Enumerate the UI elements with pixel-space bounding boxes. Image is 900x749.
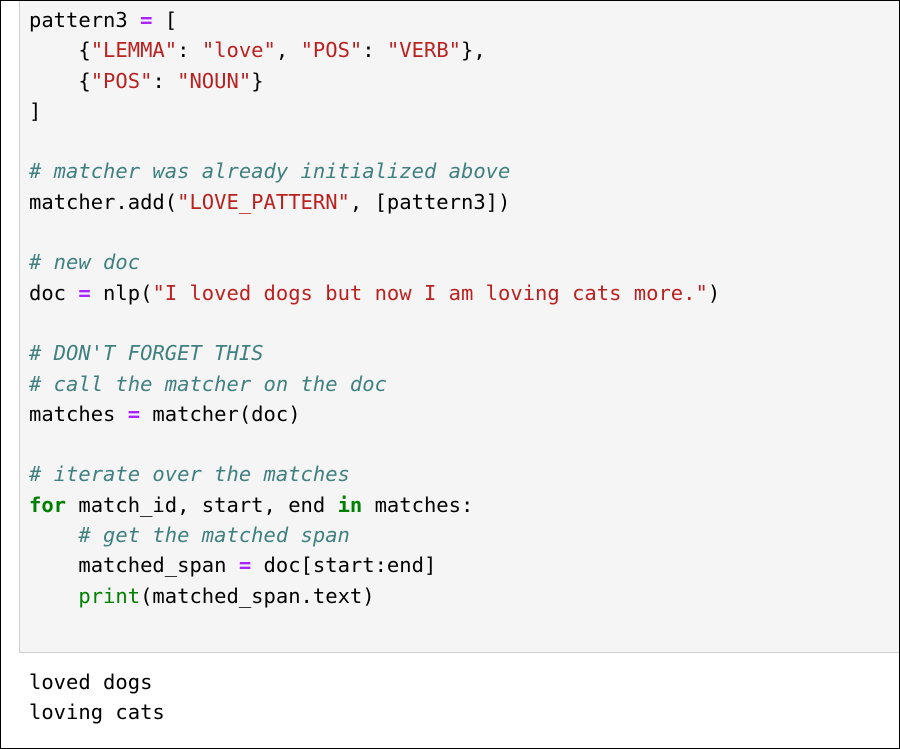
code-line: matched_span = doc[start:end] <box>29 550 720 580</box>
code-string: "LEMMA" <box>90 38 178 63</box>
code-line: {"LEMMA": "love", "POS": "VERB"}, <box>29 35 720 65</box>
code-keyword: in <box>337 492 363 517</box>
code-text: matches: <box>362 492 474 517</box>
code-line: doc = nlp("I loved dogs but now I am lov… <box>29 278 720 308</box>
code-line <box>29 308 720 338</box>
code-text <box>29 584 78 608</box>
code-text: : <box>362 38 387 63</box>
code-text: [ <box>152 8 178 32</box>
code-comment: # new doc <box>29 250 141 275</box>
code-line: for match_id, start, end in matches: <box>29 490 720 520</box>
code-line <box>29 429 720 459</box>
code-cell-input[interactable]: pattern3 = [ {"LEMMA": "love", "POS": "V… <box>19 1 899 653</box>
code-text: }, <box>461 38 486 63</box>
code-string: "POS" <box>90 68 153 93</box>
code-text: doc[start:end] <box>251 553 437 578</box>
code-text: ] <box>29 98 42 123</box>
cell-output: loved dogs loving cats <box>29 667 165 728</box>
output-line: loved dogs <box>29 670 153 694</box>
code-operator: = <box>238 553 252 578</box>
code-comment: # call the matcher on the doc <box>29 371 387 396</box>
code-text: matcher.add( <box>29 189 178 214</box>
code-line: pattern3 = [ <box>29 5 720 35</box>
code-string: "I loved dogs but now I am loving cats m… <box>152 280 708 305</box>
code-text: matcher(doc) <box>140 401 301 426</box>
code-operator: = <box>127 401 141 426</box>
code-text: { <box>29 38 91 63</box>
code-line: # iterate over the matches <box>29 459 720 489</box>
code-comment: # iterate over the matches <box>29 462 350 487</box>
code-line: print(matched_span.text) <box>29 581 720 611</box>
code-string: "NOUN" <box>177 68 252 93</box>
code-comment: # matcher was already initialized above <box>29 159 511 184</box>
code-keyword: for <box>29 492 67 517</box>
code-line: ] <box>29 96 720 126</box>
code-text: ) <box>707 280 721 305</box>
code-text: : <box>152 68 178 93</box>
code-text: : <box>177 38 202 63</box>
code-text: matches <box>29 401 128 426</box>
code-line <box>29 126 720 156</box>
code-line: # DON'T FORGET THIS <box>29 338 720 368</box>
code-text: matched_span <box>29 553 239 578</box>
code-line: matcher.add("LOVE_PATTERN", [pattern3]) <box>29 187 720 217</box>
code-line: # matcher was already initialized above <box>29 156 720 186</box>
code-text: doc <box>29 280 79 305</box>
code-builtin: print <box>78 583 141 608</box>
code-line: # call the matcher on the doc <box>29 369 720 399</box>
code-comment: # DON'T FORGET THIS <box>29 341 264 366</box>
code-string: "POS" <box>300 38 363 63</box>
code-text: } <box>251 68 264 93</box>
code-text: pattern3 <box>29 8 141 32</box>
code-text: nlp( <box>90 280 153 305</box>
code-string: "love" <box>201 38 276 63</box>
code-text <box>29 523 78 547</box>
code-text: , [pattern3]) <box>349 189 511 214</box>
output-line: loving cats <box>29 700 165 725</box>
code-text: match_id, start, end <box>66 492 338 517</box>
code-comment: # get the matched span <box>78 523 350 548</box>
code-text: , <box>275 38 301 63</box>
code-line: # get the matched span <box>29 520 720 550</box>
code-line: matches = matcher(doc) <box>29 399 720 429</box>
code-line <box>29 217 720 247</box>
code-text: { <box>29 68 91 93</box>
code-text: (matched_span.text) <box>140 583 375 608</box>
code-operator: = <box>140 8 153 32</box>
code-operator: = <box>78 280 91 305</box>
code-editor[interactable]: pattern3 = [ {"LEMMA": "love", "POS": "V… <box>29 5 720 611</box>
code-line: # new doc <box>29 247 720 277</box>
code-string: "VERB" <box>386 38 462 63</box>
code-string: "LOVE_PATTERN" <box>177 189 350 214</box>
code-line: {"POS": "NOUN"} <box>29 66 720 96</box>
